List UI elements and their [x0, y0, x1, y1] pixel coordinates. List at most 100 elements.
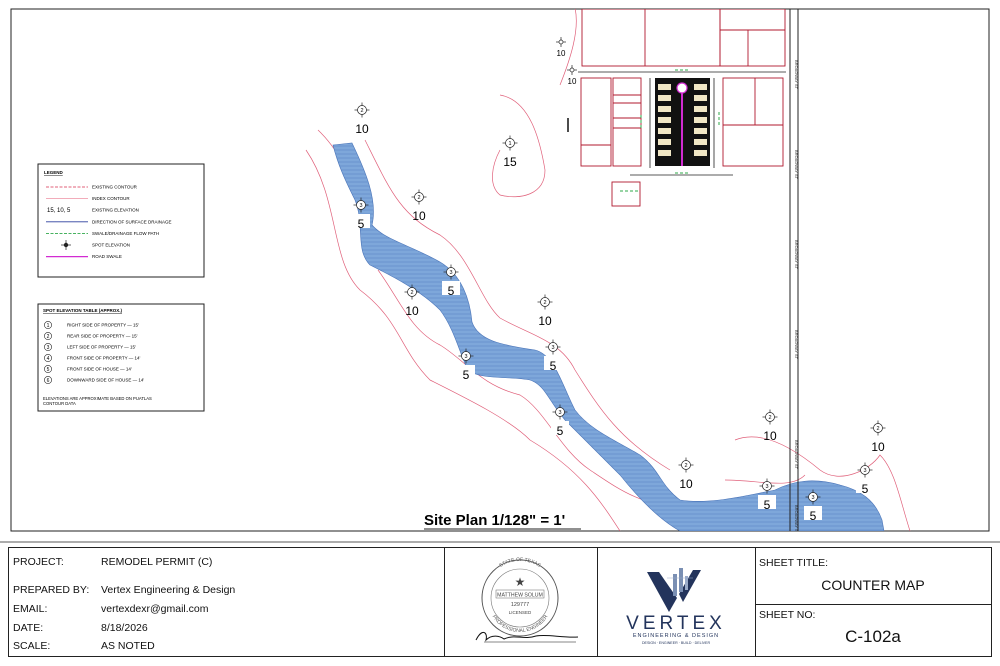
- date-row: DATE: 8/18/2026: [13, 622, 148, 640]
- legend-item: SPOT ELEVATION: [61, 240, 130, 250]
- elevation-label-box: [758, 495, 776, 509]
- spot-marker-elevation: 5: [550, 359, 557, 373]
- plan-area: BROADWAY ST BROADWAY ST BROADWAY ST BROA…: [305, 9, 911, 535]
- drawing-frame: [10, 8, 990, 532]
- spot-marker-elevation: 10: [763, 429, 777, 443]
- spot-marker-number: 2: [768, 415, 771, 421]
- spot-row-label: LEFT SIDE OF PROPERTY — 15': [67, 345, 136, 350]
- spot-marker-elevation: 5: [764, 498, 771, 512]
- project-value: REMODEL PERMIT (C): [101, 556, 213, 568]
- spot-elevation-marker: 210: [678, 457, 694, 491]
- scale-value: AS NOTED: [101, 640, 155, 652]
- site-plan-title: Site Plan 1/128" = 1': [424, 512, 565, 529]
- signature-mark: [475, 632, 579, 642]
- spot-marker-number: 3: [464, 354, 467, 360]
- legend-item: SWALE/DRAINAGE FLOW PATH: [46, 231, 159, 236]
- scale-label: SCALE:: [13, 640, 51, 652]
- seal-star-icon: ★: [515, 575, 526, 589]
- spot-elevation-marker: 210: [404, 284, 420, 318]
- elevation-label-box: [457, 365, 475, 379]
- spot-row-label: REAR SIDE OF PROPERTY — 15': [67, 334, 138, 339]
- spot-elevation-marker: 35: [856, 462, 874, 496]
- sheet-no-cell: SHEET NO: C-102a: [755, 604, 991, 656]
- spot-elevation-marker: 35: [758, 478, 776, 512]
- road-label: BROADWAY ST: [794, 60, 799, 90]
- legend-label: INDEX CONTOUR: [92, 196, 130, 201]
- spot-marker-number: 2: [543, 300, 546, 306]
- spot-marker-number: 3: [449, 270, 452, 276]
- spot-table-note-1: ELEVATIONS ARE APPROXIMATE BASED ON PUAT…: [43, 396, 152, 401]
- prepared-row: PREPARED BY: Vertex Engineering & Design: [13, 584, 235, 602]
- svg-text:STATE OF TEXAS: STATE OF TEXAS: [498, 557, 542, 569]
- logo-name: VERTEX: [626, 613, 726, 634]
- project-row: PROJECT: REMODEL PERMIT (C): [13, 556, 212, 574]
- legend-label: SPOT ELEVATION: [92, 243, 130, 248]
- scale-row: SCALE: AS NOTED: [13, 640, 155, 658]
- road-label: BROADWAY ST: [794, 240, 799, 270]
- elevation-label-box: [551, 421, 569, 435]
- spot-table-row: 2 REAR SIDE OF PROPERTY — 15': [44, 332, 138, 340]
- sheet-no-value: C-102a: [845, 627, 901, 646]
- spot-elevation-marker: 35: [442, 264, 460, 298]
- sheet-title-value: COUNTER MAP: [821, 577, 925, 593]
- spot-marker-number: 3: [359, 203, 362, 209]
- house-site: [567, 69, 720, 192]
- spot-elevation-marker: 2 10: [537, 294, 553, 328]
- legend-item: ROAD SWALE: [46, 254, 122, 259]
- spot-row-label: FRONT SIDE OF HOUSE — 14': [67, 367, 132, 372]
- legend-spot-icon: [61, 240, 71, 250]
- spot-marker-number: 2: [417, 195, 420, 201]
- spot-row-label: FRONT SIDE OF PROPERTY — 14': [67, 356, 141, 361]
- spot-marker-elevation: 10: [355, 122, 369, 136]
- spot-table-heading: SPOT ELEVATION TABLE (APPROX.): [43, 308, 123, 313]
- legend-label: DIRECTION OF SURFACE DRAINAGE: [92, 219, 172, 224]
- spot-marker-elevation: 5: [862, 482, 869, 496]
- legend-label: EXISTING CONTOUR: [92, 185, 138, 190]
- road: [789, 9, 799, 531]
- title-block: PROJECT: REMODEL PERMIT (C) PREPARED BY:…: [8, 547, 992, 657]
- spot-elevation-marker: 115: [502, 135, 518, 169]
- email-value[interactable]: vertexdexr@gmail.com: [101, 603, 209, 615]
- seal-name: MATTHEW SOLUM: [497, 593, 543, 599]
- sheet-title-cell: SHEET TITLE: COUNTER MAP: [755, 548, 991, 605]
- road-label: BROADWAY ST: [794, 150, 799, 180]
- spot-row-number: 2: [47, 334, 50, 340]
- svg-text:PROFESSIONAL ENGINEER: PROFESSIONAL ENGINEER: [491, 614, 550, 634]
- spot-marker-elevation: 10: [405, 304, 419, 318]
- spot-marker-elevation: 15: [503, 155, 517, 169]
- road-label: BROADWAY ST: [794, 440, 799, 470]
- company-logo: VERTEX ENGINEERING & DESIGN DESIGN · ENG…: [597, 548, 756, 656]
- spot-marker-elevation: 5: [463, 368, 470, 382]
- small-spot-markers: 10 10: [556, 37, 577, 86]
- road-label: BROADWAY ST: [794, 330, 799, 360]
- legend-label: EXISTING ELEVATION: [92, 208, 139, 213]
- date-label: DATE:: [13, 622, 44, 634]
- spot-marker-elevation: 5: [448, 284, 455, 298]
- spot-marker-elevation: 5: [557, 424, 564, 438]
- small-spot-marker: 10: [567, 65, 577, 86]
- spot-marker-elevation: 10: [679, 477, 693, 491]
- sheet-no-label: SHEET NO:: [759, 609, 816, 621]
- road-labels: BROADWAY ST BROADWAY ST BROADWAY ST BROA…: [794, 60, 799, 535]
- project-info: PROJECT: REMODEL PERMIT (C) PREPARED BY:…: [9, 548, 445, 656]
- spot-table-note-2: CONTOUR DATA: [43, 401, 76, 406]
- email-label: EMAIL:: [13, 603, 48, 615]
- spot-marker-number: 3: [551, 345, 554, 351]
- seal-top-text: STATE OF TEXAS: [498, 557, 542, 569]
- road-label: BROADWAY ST: [794, 505, 799, 535]
- spot-table-row: 4 FRONT SIDE OF PROPERTY — 14': [44, 354, 141, 362]
- spot-row-number: 5: [47, 367, 50, 373]
- prepared-label: PREPARED BY:: [13, 584, 90, 596]
- spot-row-number: 4: [47, 356, 50, 362]
- spot-marker-number: 2: [360, 108, 363, 114]
- spot-table-row: 5 FRONT SIDE OF HOUSE — 14': [44, 365, 132, 373]
- spot-marker-elevation: 10: [538, 314, 552, 328]
- seal-number: 129777: [511, 602, 529, 608]
- small-marker-elevation: 10: [568, 77, 577, 86]
